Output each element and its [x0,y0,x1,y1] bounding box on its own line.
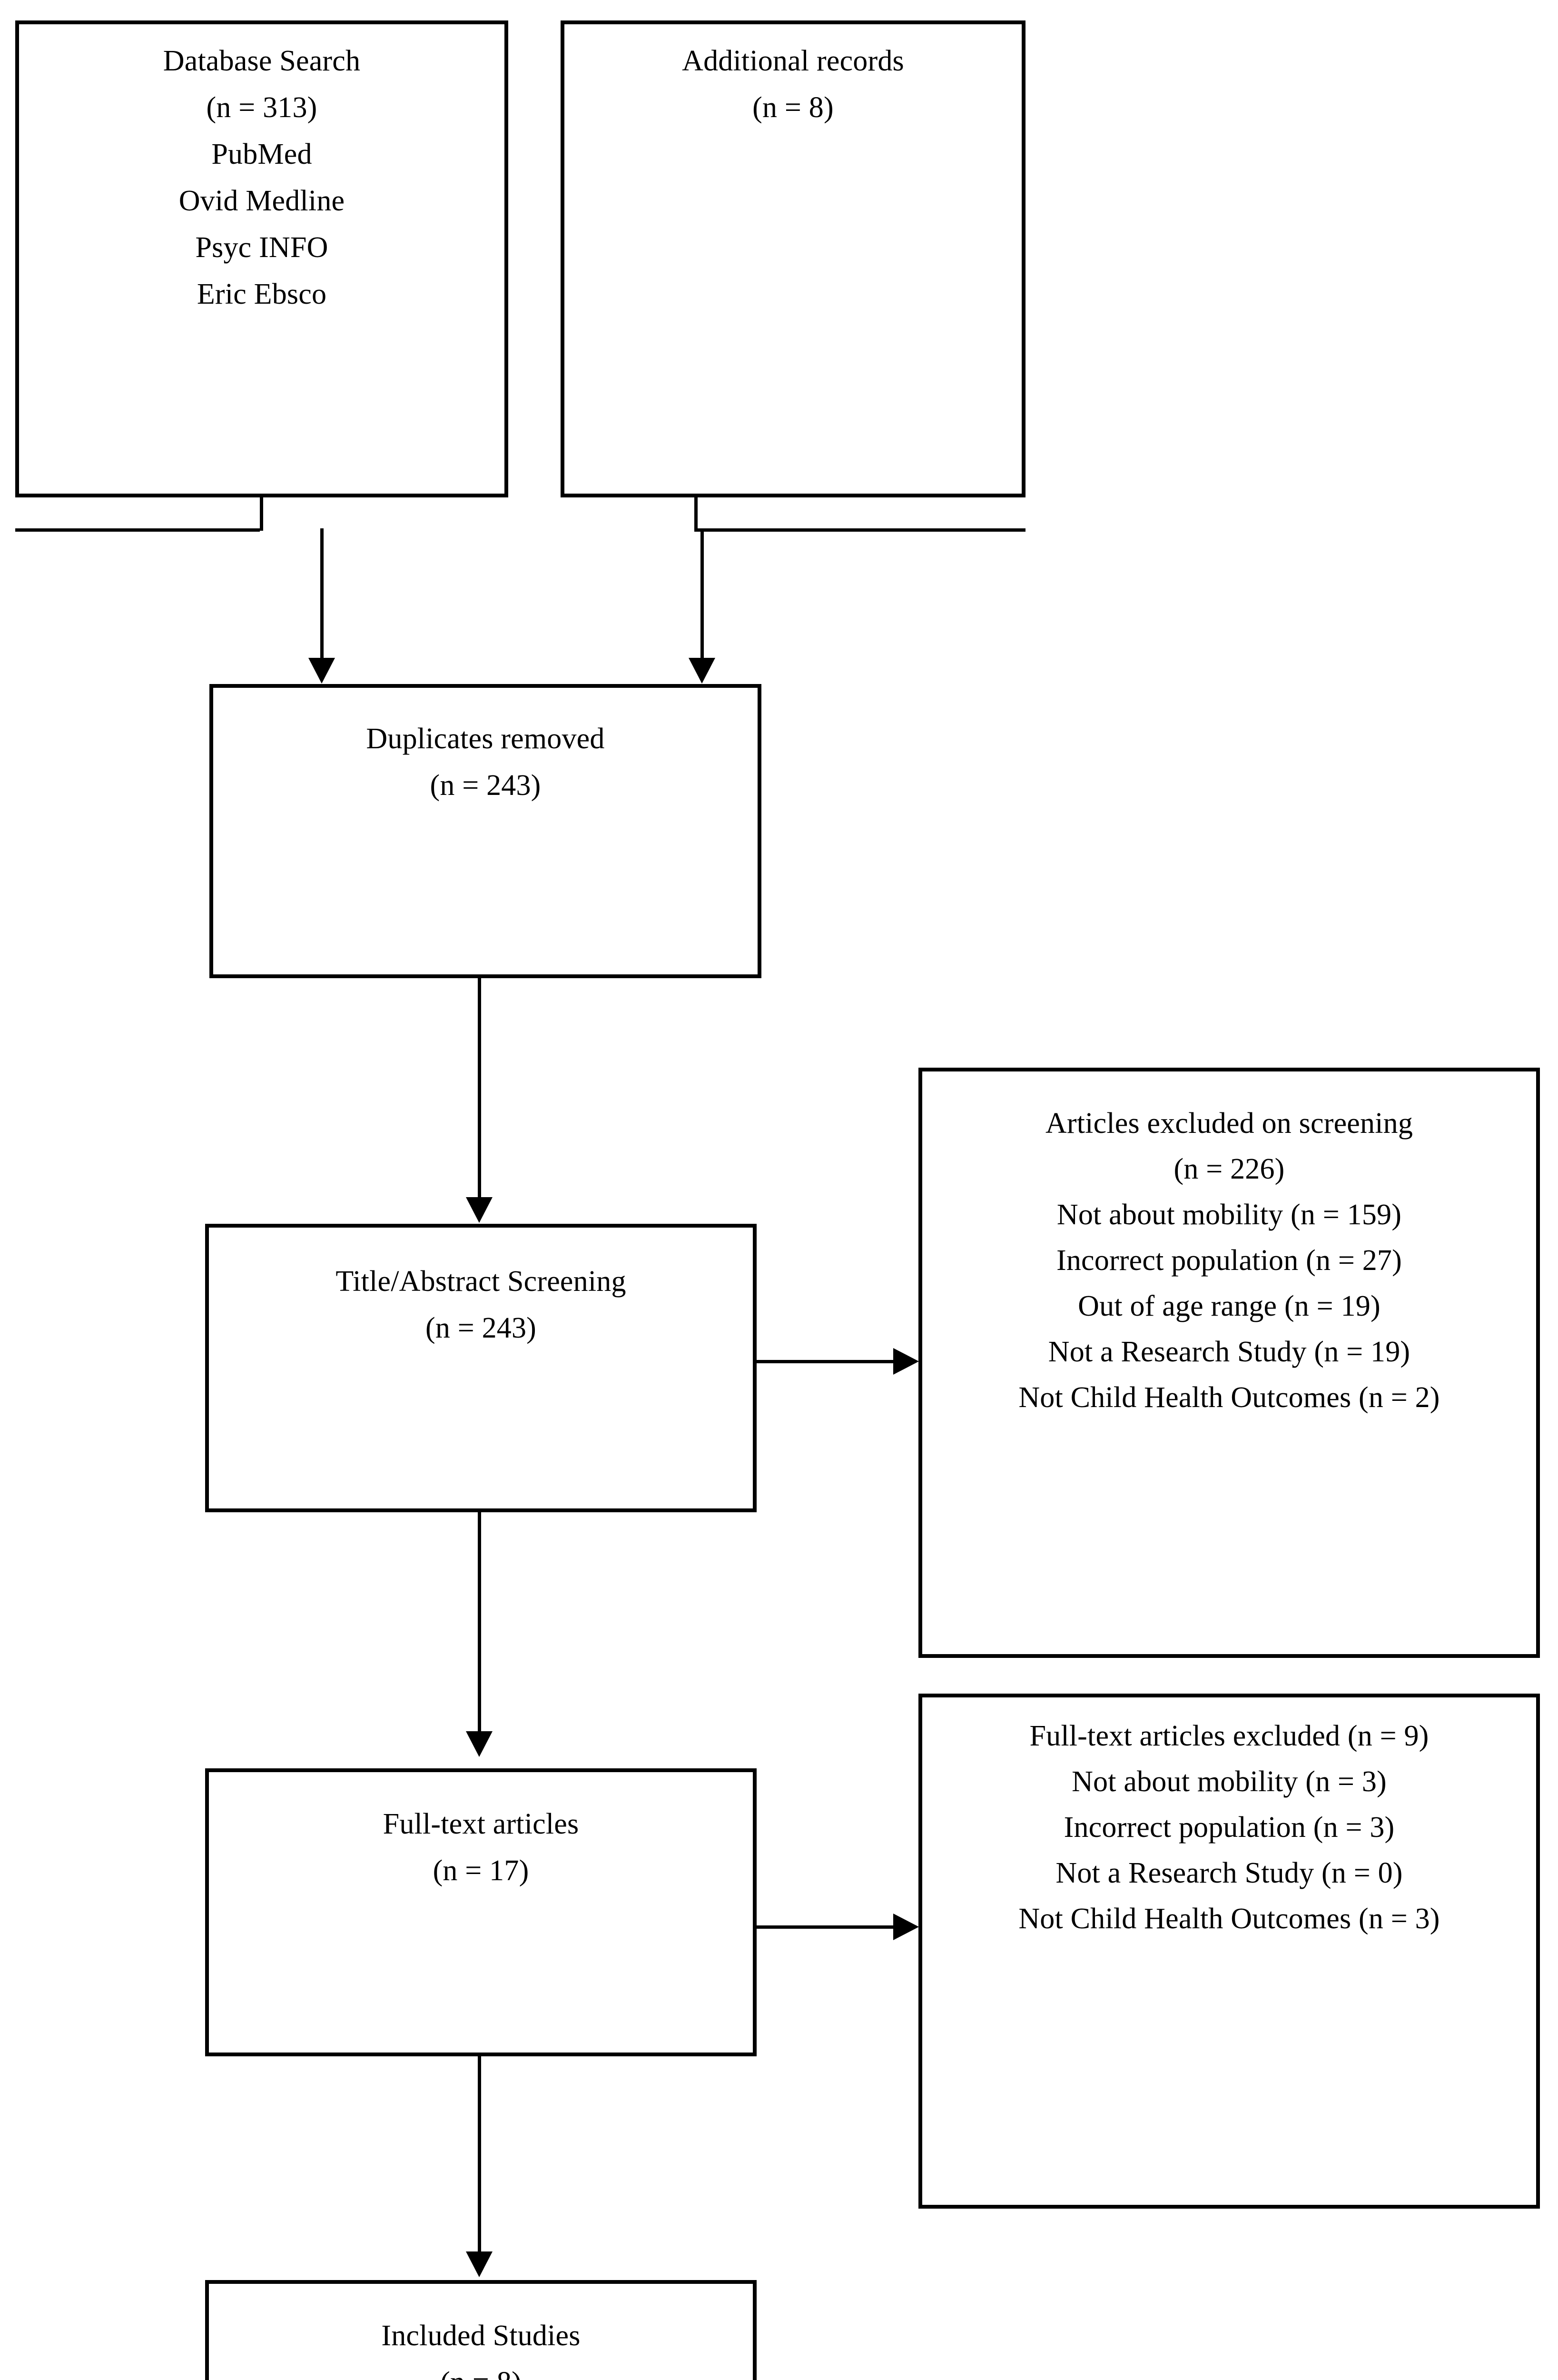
connector-additional-records-stub [694,497,698,531]
node-line: Incorrect population (n = 3) [1064,1811,1395,1844]
arrowhead-screening-to-fulltext [466,1731,493,1757]
connector-database-search-horizontal [15,528,260,532]
node-line: Not Child Health Outcomes (n = 2) [1018,1381,1440,1414]
node-fulltext-excluded: Full-text articles excluded (n = 9) Not … [918,1694,1540,2209]
arrowhead-duplicates-to-screening [466,1197,493,1223]
connector-screening-to-excluded [757,1360,893,1363]
connector-database-search-stub [260,497,263,531]
node-line: (n = 17) [433,1854,529,1887]
node-line: Duplicates removed [366,723,605,755]
node-line: Not Child Health Outcomes (n = 3) [1018,1903,1440,1935]
node-line: (n = 8) [209,2368,753,2380]
node-line: Full-text articles excluded (n = 9) [1029,1720,1429,1752]
node-line: (n = 243) [430,769,541,802]
arrowhead-screening-to-excluded [893,1348,919,1375]
connector-right-into-duplicates [700,528,704,658]
node-line: Not a Research Study (n = 19) [1048,1336,1410,1368]
arrowhead-fulltext-to-excluded [893,1914,919,1940]
node-title-abstract-screening: Title/Abstract Screening (n = 243) [205,1224,757,1512]
node-screening-excluded: Articles excluded on screening (n = 226)… [918,1068,1540,1658]
connector-fulltext-to-excluded [757,1925,893,1929]
node-line: Eric Ebsco [197,278,327,310]
node-line: Not a Research Study (n = 0) [1055,1857,1403,1889]
node-line: (n = 313) [206,91,317,124]
node-database-search: Database Search (n = 313) PubMed Ovid Me… [15,20,508,497]
node-additional-records: Additional records (n = 8) [561,20,1026,497]
node-line: Not about mobility (n = 3) [1072,1765,1387,1798]
node-line: Full-text articles [383,1808,579,1840]
arrowhead-right-into-duplicates [689,658,715,684]
arrowhead-left-into-duplicates [308,658,335,684]
node-line: Articles excluded on screening [1045,1107,1413,1140]
node-line: (n = 243) [425,1312,537,1344]
node-line: Database Search [163,45,361,77]
connector-left-into-duplicates [320,528,324,658]
connector-fulltext-to-included [478,2056,481,2251]
node-line: Ovid Medline [178,185,345,217]
node-fulltext-articles: Full-text articles (n = 17) [205,1768,757,2056]
node-line: Included Studies [381,2320,581,2352]
connector-screening-to-fulltext [478,1512,481,1731]
node-duplicates-removed: Duplicates removed (n = 243) [209,684,761,978]
node-included-studies: Included Studies (n = 8) [205,2280,757,2380]
arrowhead-fulltext-to-included [466,2251,493,2277]
node-line: (n = 8) [752,91,834,124]
node-line: Title/Abstract Screening [335,1265,626,1298]
node-line: Incorrect population (n = 27) [1056,1244,1402,1277]
node-line: Psyc INFO [195,231,328,264]
node-line: Not about mobility (n = 159) [1056,1199,1402,1231]
node-line: (n = 226) [1173,1153,1285,1185]
connector-duplicates-to-screening [478,978,481,1197]
node-line: Additional records [682,45,904,77]
node-line: PubMed [211,138,312,170]
connector-additional-records-horizontal [694,528,1026,532]
node-line: Out of age range (n = 19) [1078,1290,1381,1322]
